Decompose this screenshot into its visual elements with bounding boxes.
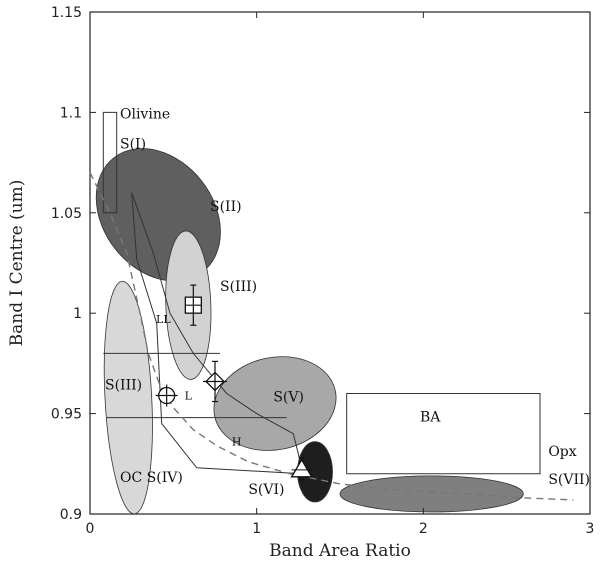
x-tick-label-2: 2 xyxy=(419,521,428,537)
y-tick-label-2: 1 xyxy=(73,306,82,322)
label-s-vi-8: S(VI) xyxy=(248,482,284,498)
oc-subregion-label-ll-0: LL xyxy=(156,313,171,326)
label-s-i-1: S(I) xyxy=(120,137,146,153)
label-oc-s-iv-7: OC S(IV) xyxy=(120,470,183,486)
y-axis-label: Band I Centre (um) xyxy=(7,180,27,347)
y-tick-label-0: 0.9 xyxy=(60,507,82,523)
oc-subregion-label-l-1: L xyxy=(185,390,193,403)
region-ellipse-s-vii-5 xyxy=(339,475,524,513)
region-ellipse-s-iii-2 xyxy=(103,280,153,515)
x-axis-label: Band Area Ratio xyxy=(269,541,411,561)
point-markers xyxy=(155,284,313,481)
label-s-v-5: S(V) xyxy=(273,390,304,406)
label-s-iii-3: S(III) xyxy=(220,279,257,295)
region-ellipse-s-v-3 xyxy=(213,356,337,451)
y-tick-label-5: 1.15 xyxy=(51,5,82,21)
oc-region-outline xyxy=(131,192,304,475)
x-tick-label-3: 3 xyxy=(586,521,595,537)
label-s-iii-4: S(III) xyxy=(105,378,142,394)
y-tick-label-4: 1.1 xyxy=(60,105,82,121)
label-opx-9: Opx xyxy=(548,444,576,460)
outline-layer xyxy=(89,111,574,501)
x-tick-label-1: 1 xyxy=(252,521,261,537)
label-ba-6: BA xyxy=(420,410,441,426)
box-ba-1 xyxy=(346,393,541,475)
y-tick-label-1: 0.95 xyxy=(51,407,82,423)
label-olivine-0: Olivine xyxy=(120,106,170,122)
reference-dashed-curve xyxy=(89,172,574,501)
box-olivine-s-i-0 xyxy=(102,111,118,214)
label-s-vii-10: S(VII) xyxy=(548,472,590,488)
label-s-ii-2: S(II) xyxy=(210,199,242,215)
filled-regions xyxy=(95,148,524,515)
y-tick-label-3: 1.05 xyxy=(51,206,82,222)
oc-subregion-label-h-2: H xyxy=(232,436,242,449)
x-tick-label-0: 0 xyxy=(86,521,95,537)
point-triangle-3-triangle xyxy=(290,458,313,478)
